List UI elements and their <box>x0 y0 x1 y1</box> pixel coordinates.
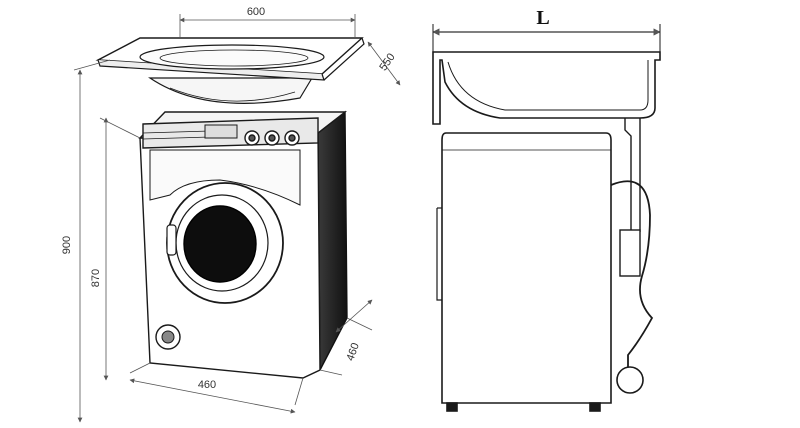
machine-side-panel <box>317 110 348 371</box>
machine-foot-back <box>589 402 601 412</box>
drain-pipe <box>624 118 641 232</box>
machine-side-body <box>441 132 612 404</box>
sink-profile <box>432 51 661 125</box>
dim-machine-depth: 460 <box>344 341 362 362</box>
sink-basin <box>139 44 325 70</box>
dim-machine-width: 460 <box>198 379 216 391</box>
dim-sink-depth: 550 <box>377 51 397 73</box>
perspective-dimensions <box>73 14 401 423</box>
drain-hose <box>610 180 654 368</box>
length-label: L <box>536 7 549 29</box>
door-surround <box>149 149 301 206</box>
door-glass <box>183 205 257 283</box>
perspective-drawing <box>95 37 365 379</box>
sink-bowl <box>148 77 314 104</box>
dim-total-height: 900 <box>61 236 73 254</box>
siphon-trap <box>619 229 641 277</box>
side-elevation <box>432 24 661 412</box>
floor-drain <box>616 366 644 394</box>
dim-sink-width: 600 <box>247 6 265 18</box>
door-handle <box>166 224 177 256</box>
dim-machine-height: 870 <box>90 269 102 287</box>
machine-foot-front <box>446 402 458 412</box>
display-panel <box>204 124 238 139</box>
